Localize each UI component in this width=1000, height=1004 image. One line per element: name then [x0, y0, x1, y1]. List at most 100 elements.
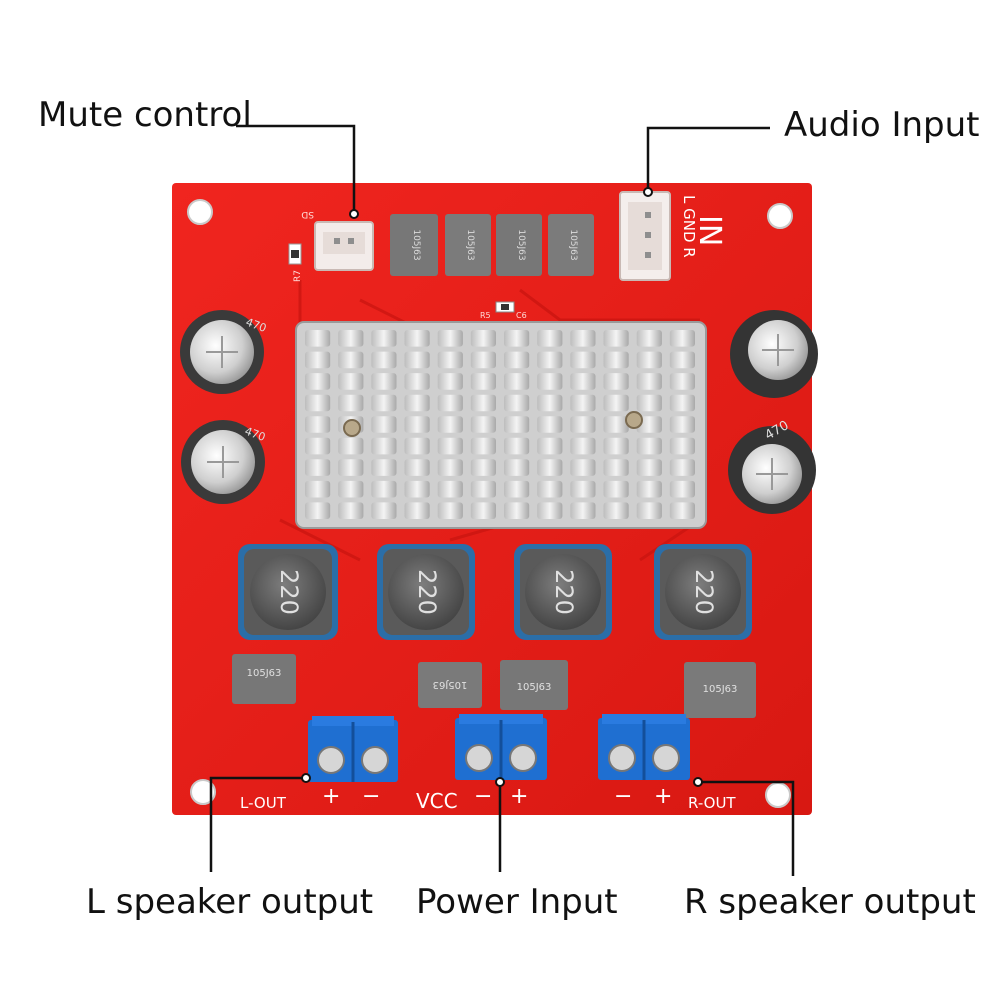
heatsink-fin: [504, 502, 530, 519]
inductor-2: 220: [377, 544, 475, 640]
inductor-3: 220: [514, 544, 612, 640]
callout-power-input: Power Input: [416, 882, 618, 922]
heatsink-fin: [636, 480, 662, 498]
heatsink-fin: [504, 416, 530, 433]
callout-endpoints: [301, 187, 703, 787]
svg-text:220: 220: [550, 569, 578, 615]
heatsink-fin: [669, 373, 695, 390]
leader-lspk: [209, 776, 304, 872]
heatsink-fin: [371, 330, 397, 347]
heatsink-fin: [570, 373, 596, 390]
heatsink-fin: [305, 459, 331, 476]
heatsink-fin: [371, 373, 397, 390]
heatsink-fin: [669, 330, 695, 347]
electrolytic-capacitor-right-top: [730, 310, 818, 398]
heatsink-fin: [437, 459, 463, 476]
heatsink-fin: [305, 394, 331, 412]
heatsink-fin: [603, 373, 629, 390]
heatsink-fin: [603, 437, 629, 455]
svg-text:220: 220: [690, 569, 718, 615]
heatsink-fin: [570, 394, 596, 412]
inductor-1: 220: [238, 544, 338, 640]
heatsink-fin: [371, 351, 397, 369]
heatsink-fin: [305, 351, 331, 369]
smd-resistor-r5: [495, 301, 515, 313]
heatsink-fin: [570, 459, 596, 476]
svg-text:105J63: 105J63: [703, 684, 738, 695]
heatsink-fin: [603, 480, 629, 498]
heatsink-fin: [404, 437, 430, 455]
heatsink-fin: [669, 351, 695, 369]
heatsink-fin: [504, 394, 530, 412]
heatsink-fin: [669, 459, 695, 476]
heatsink-fin: [404, 480, 430, 498]
mounting-hole-top-left: [187, 199, 213, 225]
leader-mute: [236, 124, 356, 212]
heatsink-fin: [338, 502, 364, 519]
heatsink-fin: [537, 480, 563, 498]
silk-r5: R5: [480, 311, 491, 320]
heatsink-fin: [537, 459, 563, 476]
heatsink-fin: [603, 330, 629, 347]
heatsink-fin: [636, 351, 662, 369]
heatsink-fin: [570, 437, 596, 455]
svg-text:105J63: 105J63: [568, 229, 578, 260]
heatsink-fin: [570, 330, 596, 347]
leader-rspk: [698, 780, 795, 876]
heatsink-fin: [537, 351, 563, 369]
heatsink-fin: [338, 351, 364, 369]
heatsink-fin: [537, 373, 563, 390]
heatsink-fin: [636, 437, 662, 455]
heatsink-fin: [470, 330, 496, 347]
heatsink-screw: [625, 411, 643, 429]
silk-c6: C6: [516, 311, 527, 320]
silk-r-out: R-OUT: [688, 794, 736, 812]
heatsink-fin: [437, 480, 463, 498]
heatsink-fin: [371, 394, 397, 412]
callout-r-speaker-output: R speaker output: [684, 882, 976, 922]
heatsink-fin: [669, 416, 695, 433]
heatsink-fin: [570, 416, 596, 433]
heatsink-fin: [636, 394, 662, 412]
heatsink-fin: [504, 437, 530, 455]
heatsink-fin: [437, 330, 463, 347]
silk-r-minus: −: [614, 784, 632, 809]
heatsink-fin: [305, 416, 331, 433]
film-capacitor-bottom-2: 105J63: [418, 662, 482, 708]
film-capacitor-top-3: 105J63: [496, 214, 542, 276]
film-capacitor-bottom-4: 105J63: [684, 662, 756, 718]
heatsink-fin: [338, 437, 364, 455]
heatsink-fin: [338, 394, 364, 412]
silk-pin-labels: L GND R: [680, 195, 698, 258]
heatsink-fin: [636, 502, 662, 519]
svg-text:220: 220: [275, 569, 303, 615]
heatsink-fin: [437, 437, 463, 455]
resistor-r7: [288, 243, 302, 265]
svg-text:105J63: 105J63: [247, 668, 282, 679]
heatsink-fin: [537, 437, 563, 455]
callout-mute-control: Mute control: [38, 95, 252, 135]
electrolytic-capacitor-right-bottom: 470: [728, 418, 816, 514]
heatsink-fin: [371, 480, 397, 498]
silk-l-out: L-OUT: [240, 794, 287, 812]
heatsink-fin: [504, 480, 530, 498]
heatsink-fin: [437, 394, 463, 412]
svg-text:105J63: 105J63: [411, 229, 421, 260]
heatsink-fin: [404, 351, 430, 369]
heatsink-fin: [537, 330, 563, 347]
silk-vcc: VCC: [416, 789, 458, 813]
terminal-vcc: [455, 714, 547, 780]
heatsink-fin: [537, 502, 563, 519]
callout-lines: [209, 124, 795, 876]
heatsink-fin: [570, 351, 596, 369]
heatsink-fin: [636, 330, 662, 347]
heatsink-fin: [570, 502, 596, 519]
heatsink-fin: [537, 394, 563, 412]
heatsink-fin: [603, 502, 629, 519]
silk-r-plus: +: [654, 784, 672, 809]
heatsink-fin: [305, 330, 331, 347]
heatsink-fin: [338, 373, 364, 390]
heatsink-fin: [437, 416, 463, 433]
